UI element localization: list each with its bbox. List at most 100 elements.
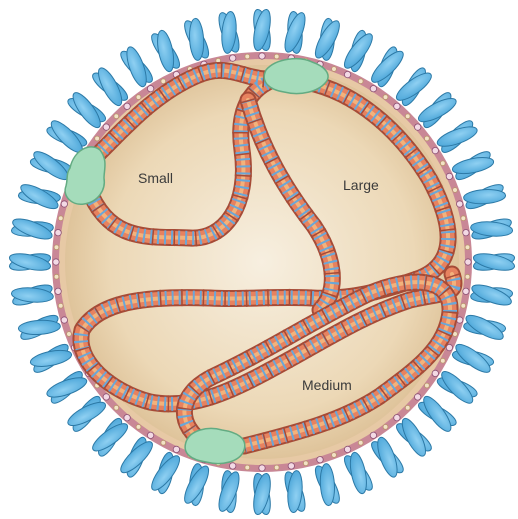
envelope-dot	[457, 201, 463, 207]
envelope-dot	[55, 288, 61, 294]
viral-spike-icon	[146, 26, 185, 76]
viral-spike-icon	[339, 448, 378, 498]
viral-spike-icon	[468, 280, 515, 309]
viral-spike-icon	[9, 214, 56, 243]
envelope-dot	[245, 54, 250, 59]
segment-label-small: Small	[138, 170, 173, 186]
envelope-dot	[344, 71, 350, 77]
envelope-dot	[370, 432, 376, 438]
envelope-dot	[461, 216, 466, 221]
viral-spike-icon	[8, 250, 52, 273]
envelope-dot	[58, 216, 63, 221]
viral-spike-icon	[15, 179, 64, 214]
envelope-dot	[103, 394, 109, 400]
envelope-dot	[383, 425, 388, 430]
envelope-dot	[465, 245, 470, 250]
viral-spike-icon	[468, 214, 515, 243]
envelope-dot	[358, 440, 363, 445]
envelope-dot	[317, 457, 323, 463]
envelope-dot	[453, 188, 458, 193]
envelope-dot	[103, 124, 109, 130]
viral-spike-icon	[179, 15, 214, 64]
envelope-dot	[405, 405, 410, 410]
envelope-dot	[55, 230, 61, 236]
polymerase-complex-icon	[264, 59, 328, 94]
envelope-dot	[463, 288, 469, 294]
envelope-dot	[124, 103, 130, 109]
viral-spike-icon	[15, 310, 64, 345]
segment-label-medium: Medium	[302, 377, 352, 393]
envelope-dot	[58, 303, 63, 308]
envelope-dot	[370, 86, 376, 92]
segment-label-large: Large	[343, 177, 379, 193]
envelope-dot	[394, 103, 400, 109]
viral-spike-icon	[214, 468, 243, 515]
envelope-dot	[394, 415, 400, 421]
envelope-dot	[161, 440, 166, 445]
envelope-dot	[147, 86, 153, 92]
envelope-dot	[259, 465, 265, 471]
polymerase-complex-small	[65, 147, 105, 204]
envelope-dot	[54, 274, 59, 279]
viral-spike-icon	[250, 8, 273, 52]
envelope-dot	[440, 161, 445, 166]
envelope-dot	[425, 383, 430, 388]
envelope-dot	[136, 95, 141, 100]
envelope-dot	[147, 432, 153, 438]
envelope-dot	[440, 358, 445, 363]
viral-spike-icon	[179, 460, 214, 509]
envelope-dot	[432, 370, 438, 376]
viral-spike-icon	[460, 179, 509, 214]
viral-spike-icon	[250, 472, 273, 516]
envelope-dot	[463, 230, 469, 236]
viral-spike-icon	[280, 9, 309, 56]
polymerase-complex-icon	[65, 147, 105, 204]
viral-spike-icon	[448, 146, 498, 185]
envelope-dot	[114, 114, 119, 119]
polymerase-complex-icon	[185, 429, 245, 464]
envelope-dot	[114, 405, 119, 410]
envelope-dot	[53, 259, 59, 265]
viral-spike-icon	[310, 460, 345, 509]
envelope-dot	[136, 425, 141, 430]
envelope-dot	[303, 461, 308, 466]
envelope-dot	[230, 55, 236, 61]
envelope-dot	[432, 147, 438, 153]
envelope-dot	[161, 79, 166, 84]
envelope-dot	[446, 173, 452, 179]
envelope-dot	[95, 136, 100, 141]
envelope-dot	[332, 67, 337, 72]
envelope-dot	[425, 136, 430, 141]
viral-spike-icon	[9, 280, 56, 309]
viral-spike-icon	[26, 339, 76, 378]
viral-spike-icon	[214, 9, 243, 56]
envelope-dot	[465, 259, 471, 265]
viral-spike-icon	[460, 310, 509, 345]
viral-spike-icon	[339, 26, 378, 76]
envelope-dot	[54, 245, 59, 250]
viral-spike-icon	[280, 468, 309, 515]
polymerase-complex-large	[264, 59, 328, 94]
envelope-dot	[358, 79, 363, 84]
viral-spike-icon	[310, 15, 345, 64]
envelope-dot	[415, 394, 421, 400]
envelope-dot	[245, 465, 250, 470]
viral-spike-icon	[448, 339, 498, 378]
viral-spike-icon	[146, 448, 185, 498]
envelope-dot	[405, 114, 410, 119]
envelope-dot	[274, 54, 279, 59]
envelope-dot	[259, 53, 265, 59]
envelope-dot	[274, 465, 279, 470]
envelope-dot	[288, 463, 294, 469]
polymerase-complex-medium	[185, 429, 245, 464]
envelope-dot	[383, 95, 388, 100]
envelope-dot	[332, 453, 337, 458]
envelope-dot	[61, 201, 67, 207]
envelope-dot	[415, 124, 421, 130]
envelope-dot	[465, 274, 470, 279]
envelope-dot	[61, 317, 67, 323]
envelope-dot	[124, 415, 130, 421]
envelope-dot	[461, 303, 466, 308]
viral-spike-icon	[472, 250, 516, 273]
